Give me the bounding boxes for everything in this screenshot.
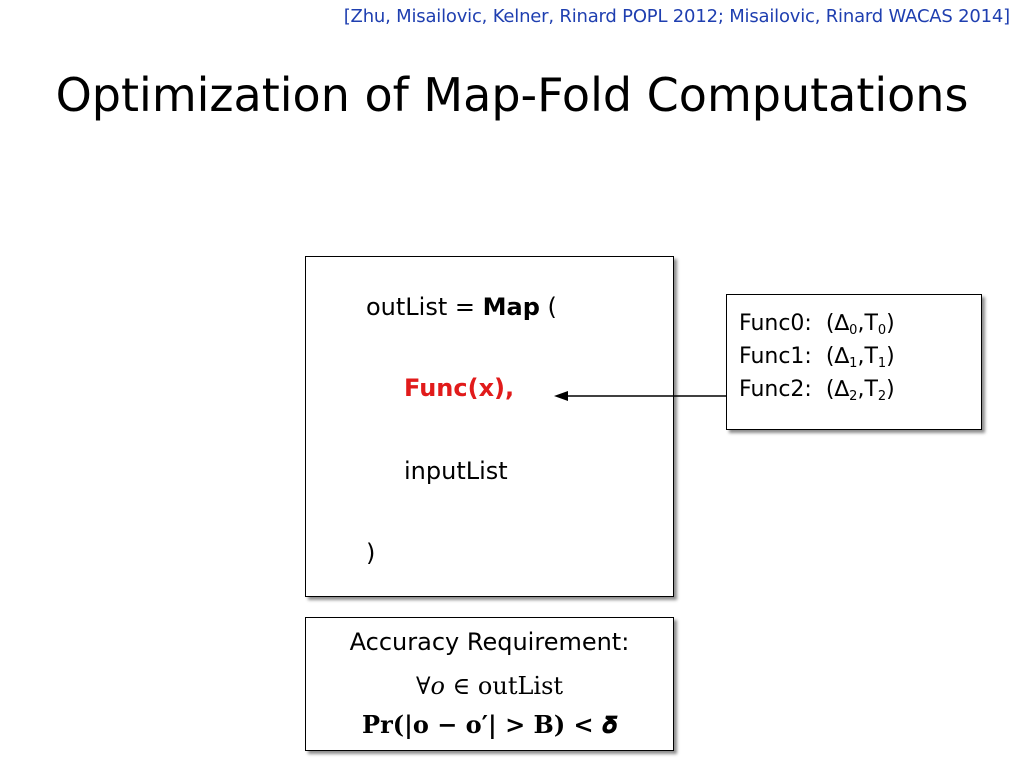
delta-symbol: ∆ xyxy=(834,344,850,369)
accuracy-quantifier: ∀𝑜 ∈ outList xyxy=(415,672,564,700)
t-subscript: 2 xyxy=(877,389,887,404)
function-variant-row: Func1:(∆1,T1) xyxy=(739,344,895,371)
t-symbol: T xyxy=(864,377,878,402)
code-line-input: inputList xyxy=(404,457,508,485)
map-keyword: Map xyxy=(482,293,540,321)
accuracy-title: Accuracy Requirement: xyxy=(349,628,630,656)
delta-subscript: 2 xyxy=(849,389,858,404)
code-prefix: outList = xyxy=(366,293,483,321)
t-subscript: 1 xyxy=(877,356,887,371)
function-variant-row: Func2:(∆2,T2) xyxy=(739,377,895,404)
t-symbol: T xyxy=(864,344,878,369)
function-name: Func1: xyxy=(739,344,812,369)
accuracy-probability-bound: 𝐏𝐫(|𝐨 − 𝐨′| > 𝐁) < 𝜹 xyxy=(362,710,617,739)
code-line-map: outList = Map ( xyxy=(366,293,557,321)
delta-symbol: ∆ xyxy=(834,311,850,336)
citation: [Zhu, Misailovic, Kelner, Rinard POPL 20… xyxy=(343,6,1010,27)
code-line-close: ) xyxy=(366,539,376,567)
slide-title: Optimization of Map-Fold Computations xyxy=(55,68,969,122)
delta-subscript: 1 xyxy=(849,356,858,371)
t-subscript: 0 xyxy=(877,323,887,338)
function-name: Func2: xyxy=(739,377,812,402)
function-name: Func0: xyxy=(739,311,812,336)
code-open-paren: ( xyxy=(539,293,557,321)
accuracy-requirement-box: Accuracy Requirement: ∀𝑜 ∈ outList 𝐏𝐫(|𝐨… xyxy=(305,617,674,751)
function-variants-box: Func0:(∆0,T0) Func1:(∆1,T1) Func2:(∆2,T2… xyxy=(726,294,982,430)
t-symbol: T xyxy=(864,311,878,336)
function-variant-row: Func0:(∆0,T0) xyxy=(739,311,895,338)
delta-symbol: ∆ xyxy=(834,377,850,402)
code-line-func: Func(x), xyxy=(404,374,515,402)
code-box: outList = Map ( Func(x), inputList ) xyxy=(305,256,674,597)
delta-subscript: 0 xyxy=(849,323,858,338)
